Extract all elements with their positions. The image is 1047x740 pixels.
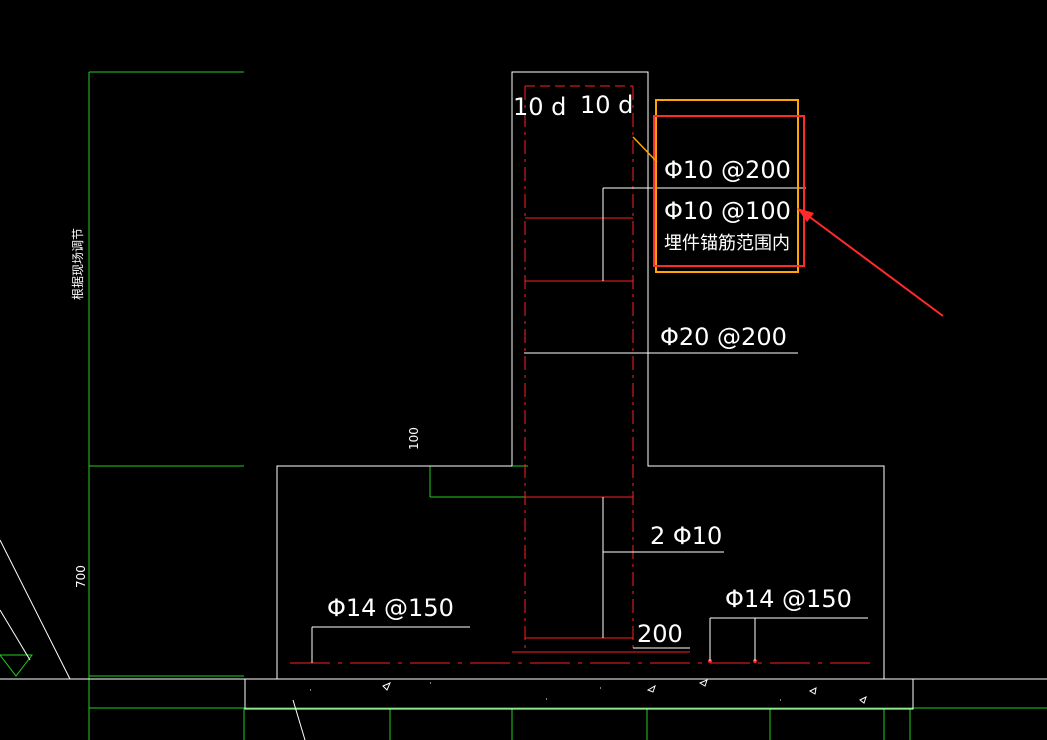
highlight-box-red [653,115,805,267]
concrete-hatch [310,679,867,704]
label-dim-700: 700 [74,565,88,588]
label-dim-100: 100 [407,427,421,450]
orange-leader-arrow [632,136,658,163]
label-10d-left: 10 d [513,93,566,121]
highlight-box-orange [655,99,799,273]
concrete-outline [0,71,1047,740]
rebar-lines [290,85,872,664]
label-dim-200: 200 [637,620,683,648]
label-rebar-20-200: Φ20 @200 [660,323,787,351]
label-embed-note: 埋件锚筋范围内 [664,233,790,254]
leader-lines [311,187,868,663]
elevation-triangle-icon [0,654,34,677]
green-side-lines [88,71,1047,740]
red-annotation-arrow-icon [797,208,944,317]
label-rebar-14-150-left: Φ14 @150 [327,594,454,622]
label-rebar-10-100: Φ10 @100 [664,197,791,225]
label-rebar-2-10: 2 Φ10 [650,522,722,550]
label-10d-right: 10 d [580,91,633,119]
label-side-note: 根据现场调节 [71,228,85,300]
label-rebar-10-200: Φ10 @200 [664,156,791,184]
rebar-dots [708,659,757,663]
label-rebar-14-150-right: Φ14 @150 [725,585,852,613]
